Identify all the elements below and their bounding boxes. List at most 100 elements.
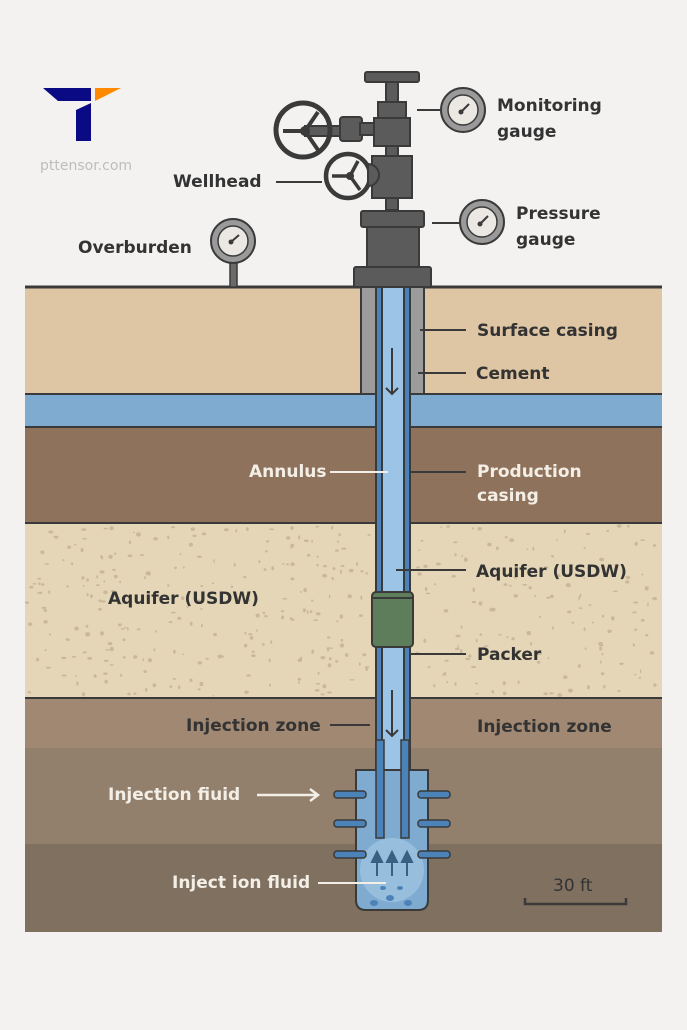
- overburden-layer: [25, 287, 662, 394]
- sand-speckle: [174, 566, 177, 570]
- sand-speckle: [640, 619, 645, 622]
- sand-speckle: [328, 594, 331, 599]
- sand-speckle: [365, 572, 369, 575]
- sand-speckle: [109, 664, 114, 666]
- sand-speckle: [213, 559, 215, 563]
- sand-speckle: [37, 577, 42, 580]
- sand-speckle: [557, 693, 562, 697]
- sand-speckle: [611, 616, 615, 621]
- sand-speckle: [500, 657, 504, 661]
- sand-speckle: [85, 624, 89, 628]
- sand-speckle: [128, 540, 132, 545]
- sand-speckle: [335, 549, 339, 552]
- sand-speckle: [197, 661, 203, 665]
- sand-speckle: [271, 566, 275, 571]
- sand-speckle: [98, 599, 102, 603]
- sand-speckle: [433, 684, 436, 688]
- sand-speckle: [335, 659, 339, 663]
- label-production-casing-line2: casing: [477, 486, 539, 506]
- sand-speckle: [120, 627, 125, 630]
- label-monitoring-gauge-line2: gauge: [497, 122, 557, 142]
- sand-speckle: [586, 685, 590, 690]
- sand-speckle: [461, 555, 463, 558]
- sand-speckle: [289, 617, 293, 620]
- sand-speckle: [302, 608, 306, 613]
- sand-speckle: [364, 666, 370, 669]
- sand-speckle: [244, 631, 247, 635]
- sand-speckle: [109, 526, 114, 531]
- sand-speckle: [652, 544, 657, 547]
- sand-speckle: [603, 684, 606, 689]
- sand-speckle: [327, 691, 332, 694]
- sand-speckle: [360, 595, 363, 600]
- sand-speckle: [578, 607, 583, 609]
- sand-speckle: [270, 640, 273, 644]
- sand-speckle: [298, 535, 301, 540]
- brand-url: pttensor.com: [40, 158, 133, 174]
- sand-speckle: [477, 527, 482, 531]
- sand-speckle: [169, 685, 173, 688]
- sand-speckle: [471, 600, 476, 604]
- sand-speckle: [649, 651, 655, 655]
- sand-speckle: [178, 685, 181, 690]
- sand-speckle: [537, 660, 541, 664]
- sand-speckle: [244, 690, 249, 694]
- sand-speckle: [186, 605, 189, 609]
- sand-speckle: [110, 590, 116, 593]
- sand-speckle: [197, 555, 202, 558]
- sand-speckle: [587, 566, 591, 570]
- sand-speckle: [522, 583, 528, 586]
- sand-speckle: [103, 672, 108, 675]
- sand-speckle: [451, 575, 456, 578]
- sand-speckle: [153, 648, 156, 652]
- sand-speckle: [72, 655, 76, 658]
- sand-speckle: [255, 613, 260, 618]
- label-surface-casing: Surface casing: [477, 321, 618, 341]
- sand-speckle: [268, 658, 271, 663]
- label-pressure-gauge-line2: gauge: [516, 230, 576, 250]
- sand-speckle: [543, 566, 549, 569]
- sand-speckle: [336, 620, 339, 623]
- sand-speckle: [147, 658, 152, 663]
- sand-speckle: [337, 540, 339, 544]
- leader-lines-light: [318, 471, 388, 884]
- sand-speckle: [197, 688, 201, 691]
- sand-speckle: [528, 586, 532, 590]
- sand-speckle: [612, 590, 618, 593]
- sand-speckle: [599, 557, 605, 562]
- sand-speckle: [127, 554, 133, 558]
- sand-speckle: [246, 674, 251, 677]
- sand-speckle: [606, 529, 610, 533]
- sand-speckle: [299, 656, 303, 661]
- sand-speckle: [114, 552, 117, 556]
- sand-speckle: [567, 688, 573, 693]
- sand-speckle: [281, 563, 285, 565]
- sand-speckle: [625, 575, 631, 580]
- upflow-arrows-icon: [370, 849, 414, 876]
- sand-speckle: [556, 538, 558, 541]
- label-scale: 30 ft: [553, 876, 593, 896]
- sand-speckle: [307, 553, 311, 557]
- sand-speckle: [117, 603, 123, 605]
- sand-speckle: [641, 573, 644, 576]
- sand-texture: [24, 524, 658, 697]
- sand-speckle: [142, 658, 145, 662]
- sand-speckle: [249, 636, 254, 640]
- sand-speckle: [601, 614, 605, 618]
- sand-speckle: [331, 525, 334, 530]
- sand-speckle: [189, 621, 193, 626]
- injection-chamber: [333, 739, 451, 911]
- sand-speckle: [563, 529, 566, 534]
- sand-speckle: [269, 683, 271, 687]
- sand-speckle: [139, 554, 145, 556]
- sand-speckle: [66, 585, 69, 588]
- sand-speckle: [443, 671, 447, 676]
- sand-speckle: [424, 586, 428, 592]
- label-overburden: Overburden: [78, 238, 192, 258]
- sand-speckle: [633, 601, 639, 604]
- sand-speckle: [483, 645, 489, 647]
- sand-speckle: [264, 615, 268, 618]
- sand-speckle: [213, 632, 218, 637]
- sand-speckle: [328, 647, 333, 649]
- sand-speckle: [172, 678, 177, 680]
